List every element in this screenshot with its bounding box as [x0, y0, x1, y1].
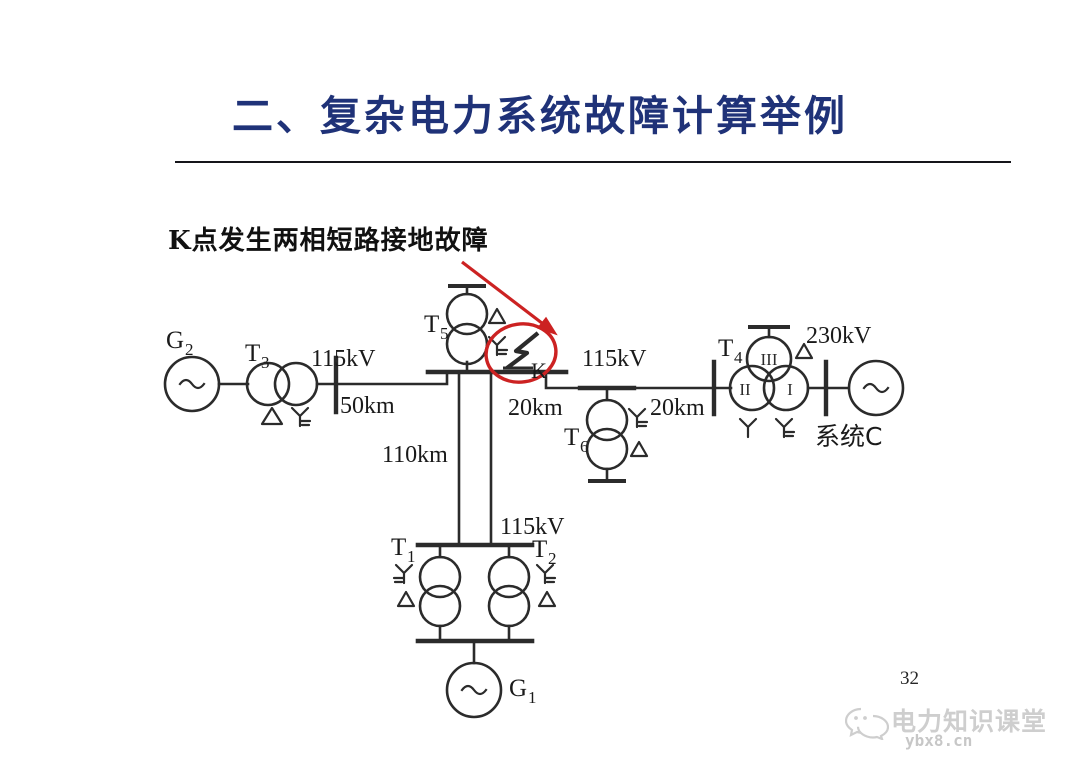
t6-delta-symbol [629, 440, 649, 458]
t4-wye-grounded-symbol [774, 417, 796, 439]
page-number: 32 [900, 668, 919, 689]
voltage-label-115kv-mid: 115kV [582, 346, 647, 372]
system-c-sine [862, 382, 890, 394]
transformer-t1-winding-delta [418, 584, 462, 628]
t5-delta-symbol [487, 307, 507, 325]
system-c-source-symbol [847, 359, 905, 417]
fault-arrow-head [536, 316, 558, 336]
t4-winding-label-ii: II [739, 380, 751, 399]
line-length-label-20km-a: 20km [508, 395, 563, 421]
t4-wye-symbol [738, 417, 758, 439]
line-length-label-20km-b: 20km [650, 395, 705, 421]
line-length-label-50km: 50km [340, 393, 395, 419]
fault-point-label: K [531, 358, 547, 383]
transformer-t6-winding-wye [585, 398, 629, 442]
watermark-domain: ybx8.cn [905, 731, 973, 750]
t6-wye-grounded-symbol [627, 407, 649, 429]
page-title: 二、复杂电力系统故障计算举例 [232, 92, 848, 140]
t2-delta-symbol [537, 590, 557, 608]
transformer-t1-winding-wye [418, 555, 462, 599]
transformer-t4-label: T [718, 335, 733, 362]
transformer-t2-winding-wye [487, 555, 531, 599]
generator-g2-sine [178, 378, 206, 390]
transformer-t2-label: T [532, 536, 547, 563]
voltage-label-115kv-bottom: 115kV [500, 514, 565, 540]
transformer-t6-label-sub: 6 [580, 437, 589, 456]
t3-delta-symbol [260, 406, 284, 426]
generator-g1-label-sub: 1 [528, 688, 537, 707]
t1-wye-grounded-symbol [392, 563, 414, 585]
wechat-icon [845, 707, 889, 740]
generator-g1-sine [460, 684, 488, 696]
t1-delta-symbol [396, 590, 416, 608]
generator-g1-label: G [509, 675, 527, 702]
transformer-t3-label: T [245, 340, 260, 367]
line-20km-a-conductor [544, 370, 608, 390]
transformer-t1-label-sub: 1 [407, 547, 416, 566]
title-divider [175, 161, 1011, 163]
transformer-t5-winding-delta [445, 292, 489, 336]
transformer-t6-label: T [564, 424, 579, 451]
generator-g2-label-sub: 2 [185, 340, 194, 359]
fault-arrow-line [461, 260, 552, 332]
fault-annotation-group [461, 260, 558, 384]
line-length-label-110km: 110km [382, 442, 448, 468]
voltage-label-115kv-left: 115kV [311, 346, 376, 372]
generator-g1-symbol [445, 661, 503, 719]
fault-short-circuit-glyph [505, 331, 540, 370]
transformer-t3-winding-delta [245, 361, 291, 407]
t3-wye-grounded-symbol [290, 406, 312, 428]
transformer-t2-winding-delta [487, 584, 531, 628]
transformer-t4-label-sub: 4 [734, 348, 743, 367]
watermark-title: 电力知识课堂 [891, 707, 1048, 736]
transformer-t1-label: T [391, 534, 406, 561]
t5-wye-grounded-symbol [487, 335, 509, 357]
t4-delta-symbol [794, 342, 814, 360]
transformer-t3-label-sub: 3 [261, 353, 270, 372]
t2-wye-grounded-symbol [535, 563, 557, 585]
voltage-label-230kv: 230kV [806, 323, 872, 349]
transformer-t2-label-sub: 2 [548, 549, 557, 568]
watermark: 电力知识课堂 ybx8.cn [845, 700, 1077, 758]
transformer-t6-winding-delta [585, 427, 629, 471]
transformer-t5-label-sub: 5 [440, 324, 449, 343]
subtitle-fault-description: K点发生两相短路接地故障 [168, 226, 489, 256]
line-50km-conductor [334, 370, 449, 386]
transformer-t4-winding-ii [728, 364, 776, 412]
t4-winding-label-i: I [787, 380, 793, 399]
fault-highlight-ellipse [484, 322, 558, 384]
t4-winding-label-iii: III [761, 350, 778, 369]
system-c-label: 系统C [815, 422, 882, 451]
transformer-t5-label: T [424, 311, 439, 338]
generator-g2-label: G [166, 327, 184, 354]
